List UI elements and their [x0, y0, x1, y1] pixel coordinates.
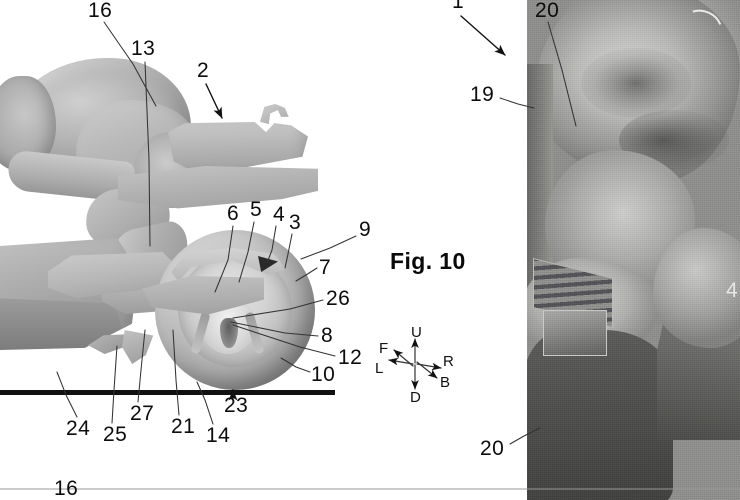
callout-27: 27 — [130, 402, 155, 425]
callout-7: 7 — [319, 256, 332, 279]
callout-12: 12 — [338, 346, 363, 369]
compass-label-right: R — [443, 353, 454, 370]
photo-detail-pane — [527, 0, 740, 500]
figure-label: Fig. 10 — [390, 248, 466, 274]
callout-8: 8 — [321, 324, 334, 347]
callout-13: 13 — [131, 37, 156, 60]
compass-arrow-front — [393, 349, 414, 367]
callout-4: 4 — [273, 203, 286, 226]
compass-arrow-right — [416, 362, 442, 371]
compass-arrows — [388, 338, 442, 390]
callout-6: 6 — [227, 202, 240, 225]
compass-label-down: D — [410, 389, 421, 406]
callout-5: 5 — [250, 198, 263, 221]
callout-3: 3 — [289, 211, 302, 234]
callout-4-right: 4 — [726, 279, 739, 302]
photo-duct-box — [543, 310, 607, 356]
callout-2: 2 — [197, 59, 210, 82]
callout-20-top: 20 — [535, 0, 560, 22]
compass-label-up: U — [411, 324, 422, 341]
compass-arrow-left — [388, 357, 414, 366]
callout-20-bottom: 20 — [480, 437, 505, 460]
lower-fin-2 — [122, 330, 154, 364]
callout-26: 26 — [326, 287, 351, 310]
callout-1: 1 — [452, 0, 465, 13]
photo-grain — [527, 0, 740, 500]
callout-19: 19 — [470, 83, 495, 106]
callout-24: 24 — [66, 417, 91, 440]
callout-10: 10 — [311, 363, 336, 386]
callout-9: 9 — [359, 218, 372, 241]
ground-line — [0, 390, 335, 395]
callout-23: 23 — [224, 394, 249, 417]
callout-16-bottom: 16 — [54, 477, 79, 500]
compass-arrow-back — [416, 361, 438, 379]
callout-14: 14 — [206, 424, 231, 447]
leader-1 — [460, 15, 506, 56]
photo-upper-right-limb — [653, 228, 740, 348]
photo-shoulder-crease — [581, 48, 691, 118]
callout-25: 25 — [103, 423, 128, 446]
compass-label-left: L — [375, 360, 384, 377]
callout-16-top: 16 — [88, 0, 113, 22]
compass-label-back: B — [440, 374, 451, 391]
compass-label-front: F — [379, 340, 389, 357]
callout-21: 21 — [171, 415, 196, 438]
photo-dark-lower — [527, 330, 673, 500]
